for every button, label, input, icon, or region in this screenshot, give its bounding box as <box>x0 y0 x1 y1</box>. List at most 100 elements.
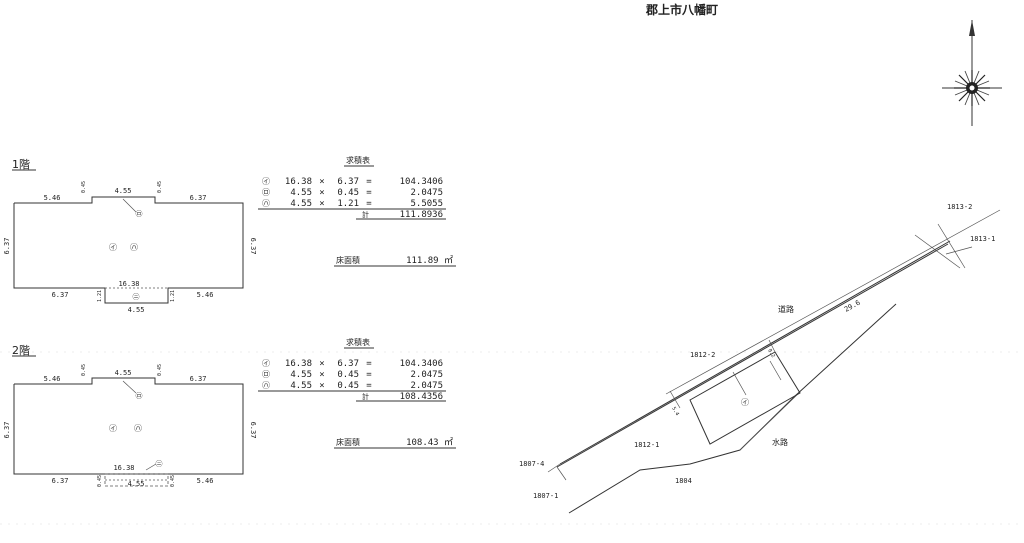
floor2-row3-a: 4.55 <box>290 381 312 391</box>
floor2-row1-eq: = <box>366 359 372 369</box>
floor2-outline <box>13 377 244 475</box>
floor2-row1-value: 104.3406 <box>400 359 443 369</box>
floor1-dim-bottom-right: 5.46 <box>197 291 214 299</box>
floor1-row2-mark: ㋺ <box>262 188 270 197</box>
floor2-row1-b: 6.37 <box>337 359 359 369</box>
floor2-dim-bottom-left: 6.37 <box>52 477 69 485</box>
floor1-table-title: 求積表 <box>346 155 370 165</box>
floor2-row2-eq: = <box>366 370 372 380</box>
floor1-dim-top-left: 5.46 <box>44 194 61 202</box>
floor1-row1-eq: = <box>366 177 372 187</box>
site-plan: 1813-2 1813-1 1812-2 1812-1 1807-4 1807-… <box>519 203 1001 514</box>
floor1-dim-notch-right: 0.45 <box>157 181 163 193</box>
floor1-row3-mark: ㋩ <box>262 199 270 208</box>
floor2-mark-i: ㋑ <box>109 424 117 433</box>
parcel-label-1804: 1804 <box>675 477 692 485</box>
floor1-label: 1階 <box>12 157 30 171</box>
floor2-row3-b: 0.45 <box>337 381 359 391</box>
floor1-row3-b: 1.21 <box>337 199 359 209</box>
floor1-dim-top-right: 6.37 <box>190 194 207 202</box>
floor2-dim-top-right: 6.37 <box>190 375 207 383</box>
parcel-label-1807-4: 1807-4 <box>519 460 544 468</box>
floor2-dim-side-right: 6.37 <box>249 422 257 439</box>
location-title: 郡上市八幡町 <box>645 2 718 17</box>
floor2-dim-ext-bottom: 4.55 <box>128 480 145 488</box>
floor1-row2-b: 0.45 <box>337 188 359 198</box>
floor2-row3-op: × <box>319 381 324 391</box>
floor1-dim-ext-left: 1.21 <box>97 290 103 302</box>
floor2-lower-dashed-area <box>104 473 169 487</box>
floor2-dim-top-mid: 4.55 <box>115 369 132 377</box>
north-compass-icon <box>942 20 1002 126</box>
floor2-dim-bottom-mid: 16.38 <box>113 464 134 472</box>
floor1-row3-eq: = <box>366 199 372 209</box>
floor1-mark-ha: ㋩ <box>130 243 138 252</box>
parcel-label-1812-1: 1812-1 <box>634 441 659 449</box>
site-building-mark: ㋑ <box>741 398 749 407</box>
floor1-dim-top-mid: 4.55 <box>115 187 132 195</box>
floor1-plan: 1階 5.46 4.55 6.37 0.45 0.45 6.37 6.37 16… <box>3 157 257 314</box>
floor1-dim-side-left: 6.37 <box>3 238 11 255</box>
floor1-total: 111.8936 <box>400 210 443 220</box>
floor2-dim-ext-right: 0.45 <box>170 475 176 487</box>
floor1-area-table: 求積表 ㋑ 16.38 × 6.37 = 104.3406 ㋺ 4.55 × 0… <box>258 155 456 267</box>
floor1-row1-value: 104.3406 <box>400 177 443 187</box>
parcel-label-1813-2: 1813-2 <box>947 203 972 211</box>
floor2-area-label: 床面積 <box>336 437 360 447</box>
floor2-row3-eq: = <box>366 381 372 391</box>
road-label: 道路 <box>778 304 794 314</box>
floor2-dim-top-left: 5.46 <box>44 375 61 383</box>
parcel-label-1813-1: 1813-1 <box>970 235 995 243</box>
floor1-row3-value: 5.5055 <box>410 199 443 209</box>
floor1-dim-ext-bottom: 4.55 <box>128 306 145 314</box>
floor1-row2-eq: = <box>366 188 372 198</box>
floor1-mark-ni: ㋥ <box>133 293 140 301</box>
floor1-row1-mark: ㋑ <box>262 177 270 186</box>
floor2-row2-value: 2.0475 <box>410 370 443 380</box>
floor1-dim-bottom-left: 6.37 <box>52 291 69 299</box>
floor1-area-value: 111.89 ㎡ <box>406 255 453 266</box>
floor1-row1-b: 6.37 <box>337 177 359 187</box>
floor2-row3-mark: ㋩ <box>262 381 270 390</box>
floor1-row3-a: 4.55 <box>290 199 312 209</box>
floor2-mark-ha: ㋩ <box>134 424 142 433</box>
floor1-row3-op: × <box>319 199 324 209</box>
floor1-row1-a: 16.38 <box>285 177 312 187</box>
site-right-boundary <box>568 303 897 514</box>
floor2-dim-bottom-right: 5.46 <box>197 477 214 485</box>
road-upper-edge <box>665 209 1001 395</box>
floor1-mark-i: ㋑ <box>109 243 117 252</box>
floor2-row2-op: × <box>319 370 324 380</box>
floor2-plan: 2階 5.46 4.55 6.37 0.45 0.45 6.37 6.37 16… <box>3 343 257 488</box>
floor2-row1-op: × <box>319 359 324 369</box>
road-lower-edge <box>556 243 949 468</box>
floor1-dim-ext-right: 1.21 <box>170 290 176 302</box>
floor2-dim-side-left: 6.37 <box>3 422 11 439</box>
floor2-row3-value: 2.0475 <box>410 381 443 391</box>
site-dim-a: 0.2 <box>766 348 776 359</box>
floor2-mark-ni: ㋥ <box>156 460 163 468</box>
floor1-area-label: 床面積 <box>336 255 360 265</box>
floor2-row2-mark: ㋺ <box>262 370 270 379</box>
floor1-row1-op: × <box>319 177 324 187</box>
floor1-mark-ro: ㋺ <box>136 210 143 218</box>
parcel-label-1807-1: 1807-1 <box>533 492 558 500</box>
floor2-dim-notch-left: 0.45 <box>81 364 87 376</box>
waterway-label: 水路 <box>772 437 788 447</box>
floor2-mark-ro: ㋺ <box>136 392 143 400</box>
parcel-label-1812-2: 1812-2 <box>690 351 715 359</box>
floor2-dim-ext-left: 0.45 <box>97 475 103 487</box>
floor2-total: 108.4356 <box>400 392 443 402</box>
floor2-row1-mark: ㋑ <box>262 359 270 368</box>
site-building-outline <box>689 351 801 445</box>
floor1-dim-side-right: 6.37 <box>249 238 257 255</box>
floor1-row2-a: 4.55 <box>290 188 312 198</box>
floor2-dim-notch-right: 0.45 <box>157 364 163 376</box>
floor1-row2-value: 2.0475 <box>410 188 443 198</box>
floor1-total-label: 計 <box>362 210 369 219</box>
site-dim-b: 5.4 <box>670 406 680 417</box>
floor2-label: 2階 <box>12 343 30 357</box>
floor2-row2-a: 4.55 <box>290 370 312 380</box>
floor1-row2-op: × <box>319 188 324 198</box>
